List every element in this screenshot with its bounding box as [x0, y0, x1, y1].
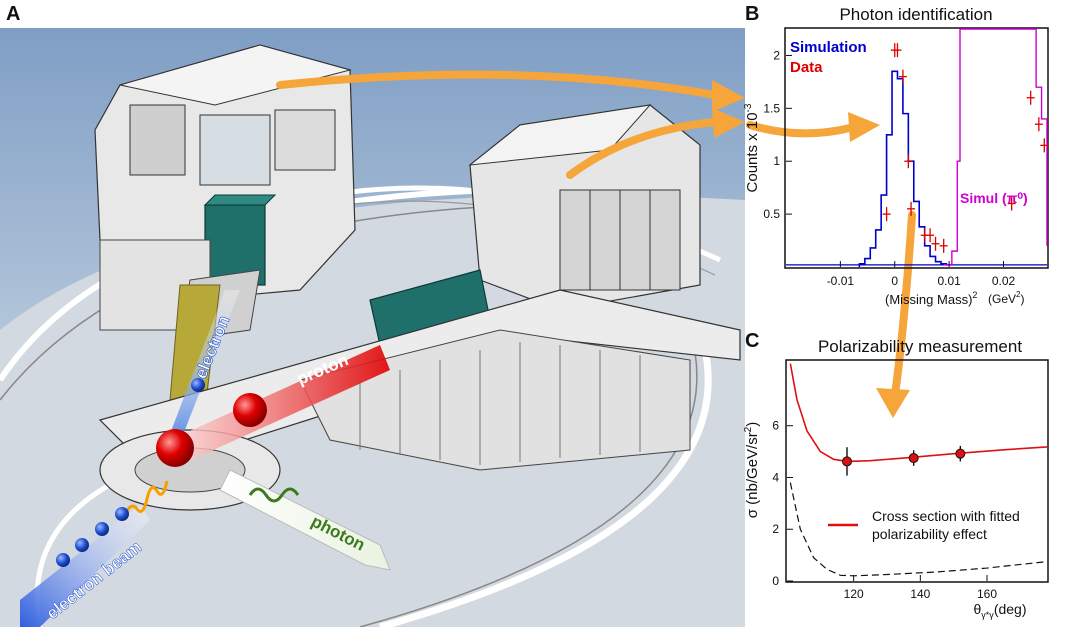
data-point — [1026, 90, 1035, 105]
chart-c-y-axis-label: σ (nb/GeV/sr2) — [743, 422, 761, 519]
b-xtick-label: 0.01 — [937, 274, 961, 288]
left-spectrometer — [94, 44, 356, 411]
panel-letter-c: C — [745, 330, 760, 352]
chart-b-x-axis-unit: (GeV2) — [988, 290, 1024, 306]
legend-fit-text-line1: Cross section with fitted — [872, 508, 1020, 524]
data-point — [1040, 138, 1049, 153]
data-point — [904, 154, 913, 169]
beam-electron-ball-2 — [75, 538, 89, 552]
annotation-simul-pi0: Simul (π⁰) — [960, 190, 1028, 206]
target-proton-ball — [156, 429, 194, 467]
connector-arrows — [276, 70, 916, 399]
beam-electron-ball-4 — [115, 507, 129, 521]
measurement-point — [908, 450, 919, 466]
electron-track — [160, 290, 240, 460]
b-ytick-label: 2 — [773, 48, 780, 62]
proton-track — [170, 345, 390, 465]
measurement-point — [842, 447, 852, 476]
data-point — [907, 201, 916, 216]
data-point — [1007, 196, 1016, 211]
chart-b-x-ticks: -0.01 0 0.01 0.02 — [827, 261, 1016, 288]
b-ytick-label: 1.5 — [763, 101, 780, 115]
c-ytick-label: 4 — [772, 470, 779, 484]
beam-electron-ball-1 — [56, 553, 70, 567]
dashed-curve — [789, 482, 1048, 577]
chart-c-x-ticks: 120 140 160 — [844, 575, 997, 601]
virtual-photon-wave-icon — [123, 480, 169, 516]
chart-c-x-axis-label: θγ*γ(deg) — [974, 601, 1027, 620]
c-xtick-label: 120 — [844, 587, 864, 601]
fit-curve — [789, 363, 1048, 463]
legend-fit-text-line2: polarizability effect — [872, 526, 987, 542]
panel-letter-b: B — [745, 3, 760, 25]
chart-b-title: Photon identification — [839, 5, 992, 24]
panel-b-photon-identification: Photon identification 0.5 1 1.5 2 -0.01 0 0.0… — [743, 5, 1049, 307]
panel-a-hall-illustration: electron proton photon electron beam — [0, 28, 745, 627]
chart-c-plot-area — [789, 363, 1048, 577]
b-ytick-label: 0.5 — [763, 207, 780, 221]
c-ytick-label: 2 — [772, 522, 779, 536]
simulation-histogram — [858, 70, 952, 267]
legend-data: Data — [790, 59, 823, 76]
legend-simulation: Simulation — [790, 39, 867, 56]
data-point — [898, 69, 907, 84]
chart-b-plot-area — [786, 28, 1049, 267]
beam-electron-ball-3 — [95, 522, 109, 536]
b-xtick-label: -0.01 — [827, 274, 855, 288]
data-point — [882, 207, 891, 222]
chart-b-frame — [784, 27, 1049, 269]
chart-c-title: Polarizability measurement — [818, 337, 1022, 356]
electron-beam-arrow — [20, 505, 150, 627]
c-xtick-label: 160 — [977, 587, 997, 601]
chart-b-x-axis-label: (Missing Mass)2 — [885, 290, 977, 307]
b-xtick-label: 0.02 — [992, 274, 1016, 288]
b-xtick-label: 0 — [891, 274, 898, 288]
photon-wave-icon — [248, 487, 300, 503]
chart-c-frame — [785, 359, 1049, 583]
scattered-electron-ball — [191, 378, 205, 392]
photon-arrow — [219, 469, 391, 571]
panel-c-polarizability: Polarizability measurement 0 2 4 6 120 140 16… — [743, 337, 1049, 620]
data-point — [931, 236, 940, 251]
data-point — [926, 228, 935, 243]
chart-b-y-axis-label: Counts x 10-3 — [743, 103, 761, 192]
data-point — [893, 43, 902, 58]
b-ytick-label: 1 — [773, 154, 780, 168]
data-point — [1034, 117, 1043, 132]
c-ytick-label: 6 — [772, 419, 779, 433]
connector-arrowheads — [712, 80, 910, 418]
chart-b-y-ticks: 0.5 1 1.5 2 — [763, 48, 792, 221]
measurement-point — [955, 445, 966, 462]
chart-c-y-ticks: 0 2 4 6 — [772, 419, 793, 588]
simul-pi0-histogram — [943, 28, 1048, 266]
proton-ball — [233, 393, 267, 427]
panel-letter-a: A — [6, 3, 21, 25]
data-point — [939, 238, 948, 253]
c-xtick-label: 140 — [910, 587, 930, 601]
c-ytick-label: 0 — [772, 574, 779, 588]
